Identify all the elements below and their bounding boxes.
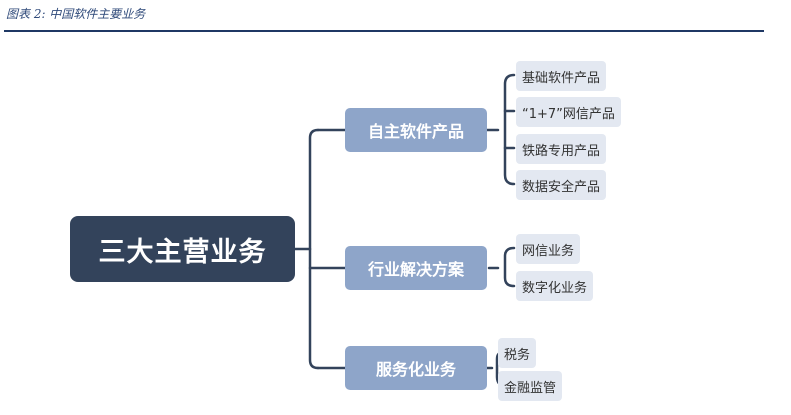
leaf-basic-software: 基础软件产品: [516, 61, 607, 91]
leaf-1plus7-products: “1+7”网信产品: [516, 97, 621, 127]
leaf-digital-business: 数字化业务: [516, 271, 594, 301]
leaf-railway-products: 铁路专用产品: [516, 134, 607, 164]
branch-node-own-software: 自主软件产品: [345, 108, 487, 152]
connector-b2-bracket: [487, 246, 516, 288]
branch-node-industry-solutions: 行业解决方案: [345, 246, 487, 290]
connector-b1-bracket: [485, 73, 516, 186]
caption-divider: [4, 30, 764, 32]
leaf-data-security: 数据安全产品: [516, 170, 607, 200]
branch-node-service-business: 服务化业务: [345, 346, 487, 390]
figure-caption: 图表 2: 中国软件主要业务: [6, 7, 146, 21]
leaf-tax: 税务: [498, 338, 537, 368]
leaf-financial-supervision: 金融监管: [498, 371, 563, 401]
connector-trunk: [308, 128, 320, 370]
root-node: 三大主营业务: [70, 216, 295, 282]
leaf-netinfo-business: 网信业务: [516, 234, 581, 264]
